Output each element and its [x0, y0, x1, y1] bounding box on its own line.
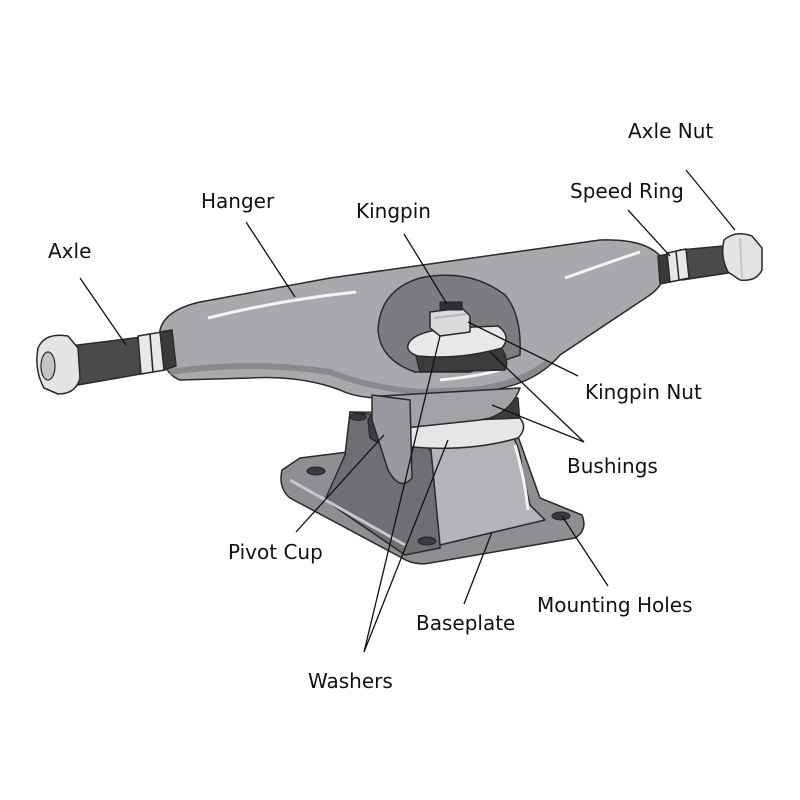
label-washers: Washers	[308, 669, 393, 693]
leader-speed-ring	[627, 209, 671, 257]
label-kingpin-nut: Kingpin Nut	[585, 380, 702, 404]
label-mounting-holes: Mounting Holes	[537, 593, 693, 617]
mounting-hole	[551, 511, 571, 521]
label-baseplate: Baseplate	[416, 611, 515, 635]
label-speed-ring: Speed Ring	[570, 179, 684, 203]
label-axle-nut: Axle Nut	[628, 119, 713, 143]
mounting-hole	[306, 466, 326, 476]
leader-axle-nut	[685, 169, 736, 231]
labels: Axle Nut Speed Ring Hanger Kingpin Axle …	[48, 119, 713, 693]
axle-nut-left	[36, 334, 81, 395]
kingpin	[439, 301, 463, 311]
speed-ring-left	[137, 329, 177, 375]
leader-washers-lower	[363, 439, 449, 653]
axle-nut-right	[721, 233, 763, 282]
kingpin-nut	[429, 307, 471, 337]
mounting-hole	[349, 413, 367, 421]
leader-kingpin-nut	[467, 321, 579, 377]
leader-mounting-holes	[561, 515, 609, 587]
leader-hanger	[245, 221, 296, 298]
label-bushings: Bushings	[567, 454, 658, 478]
label-pivot-cup: Pivot Cup	[228, 540, 323, 564]
leader-axle	[79, 277, 127, 346]
speed-ring-right	[657, 248, 690, 285]
leader-washers-upper	[363, 335, 441, 653]
leader-bushings-lower	[491, 404, 585, 443]
leader-kingpin	[403, 233, 448, 305]
label-axle: Axle	[48, 239, 91, 263]
label-hanger: Hanger	[201, 189, 275, 213]
label-kingpin: Kingpin	[356, 199, 431, 223]
baseplate	[280, 411, 585, 565]
leader-baseplate	[463, 531, 493, 605]
mounting-hole	[417, 536, 437, 546]
leader-pivot-cup	[295, 434, 385, 533]
leader-bushings-upper	[489, 351, 585, 443]
leader-lines	[79, 169, 736, 653]
